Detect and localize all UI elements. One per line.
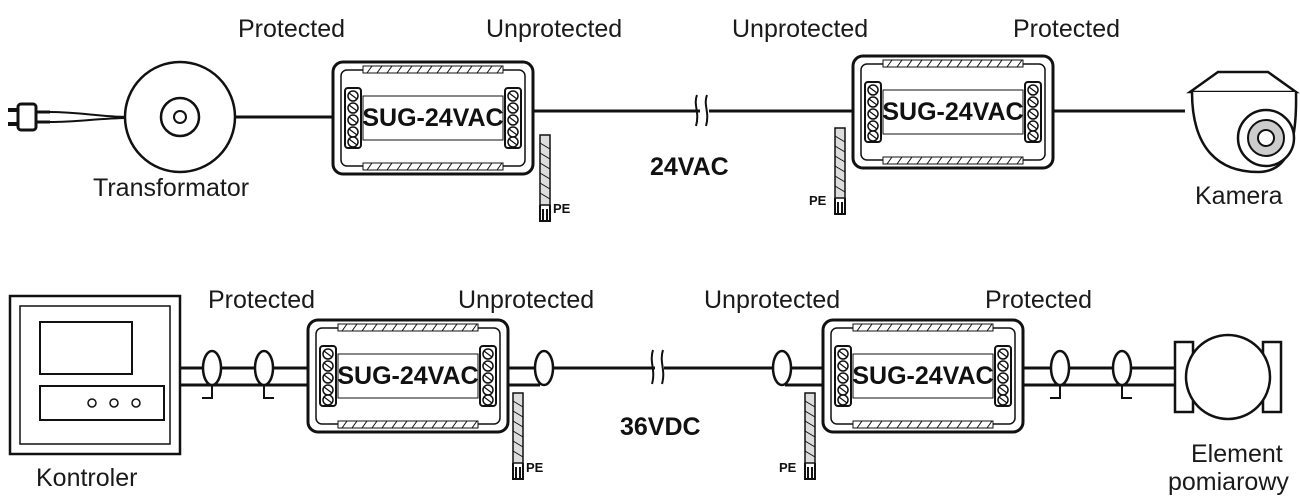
kontroler-label: Kontroler (36, 464, 137, 492)
label-protected-2: Protected (1013, 15, 1120, 43)
transformator-label: Transformator (93, 174, 249, 202)
shield-ring-icon (1049, 349, 1071, 399)
row-1: Protected Unprotected Unprotected Protec… (8, 15, 1300, 222)
pe-lead-3 (512, 392, 524, 480)
pe-label-3: PE (526, 460, 544, 475)
sug-device-3: SUG-24VAC (306, 318, 510, 434)
wire-segments (180, 366, 1175, 387)
label-protected-1: Protected (238, 15, 345, 43)
pe-label-2: PE (809, 193, 827, 208)
pe-lead-1 (539, 134, 551, 222)
voltage-label-36vdc: 36VDC (620, 413, 701, 441)
shield-ring-icon (1111, 349, 1133, 399)
cable-break-icon (694, 94, 709, 127)
dome-camera-icon (1186, 70, 1300, 174)
device-label: SUG-24VAC (362, 104, 503, 132)
measuring-element-icon (1173, 333, 1283, 421)
power-plug-icon (8, 102, 131, 132)
shield-ring-icon (771, 349, 793, 387)
sug-device-1: SUG-24VAC (331, 60, 535, 176)
pe-label-1: PE (553, 201, 571, 216)
sug-device-4: SUG-24VAC (821, 318, 1025, 434)
label-protected-2: Protected (985, 286, 1092, 314)
label-unprotected-1: Unprotected (458, 286, 594, 314)
pe-label-4: PE (779, 460, 797, 475)
shield-ring-icon (253, 349, 275, 399)
element-label-line1: Element (1191, 440, 1283, 468)
device-label: SUG-24VAC (852, 362, 993, 390)
pe-lead-4 (804, 392, 816, 480)
element-label-line2: pomiarowy (1168, 468, 1289, 496)
pe-lead-2 (834, 127, 846, 215)
label-unprotected-2: Unprotected (704, 286, 840, 314)
device-label: SUG-24VAC (882, 98, 1023, 126)
label-unprotected-2: Unprotected (732, 15, 868, 43)
cable-break-icon (650, 349, 665, 385)
shield-ring-icon (201, 349, 223, 399)
kamera-label: Kamera (1195, 182, 1283, 210)
label-unprotected-1: Unprotected (486, 15, 622, 43)
sug-device-2: SUG-24VAC (851, 54, 1055, 170)
transformer-icon (123, 60, 237, 174)
label-protected-1: Protected (208, 286, 315, 314)
row-2: Protected Unprotected Unprotected Protec… (8, 286, 1289, 496)
device-label: SUG-24VAC (337, 362, 478, 390)
voltage-label-24vac: 24VAC (650, 153, 729, 181)
shield-ring-icon (533, 349, 555, 387)
controller-icon (8, 294, 182, 456)
